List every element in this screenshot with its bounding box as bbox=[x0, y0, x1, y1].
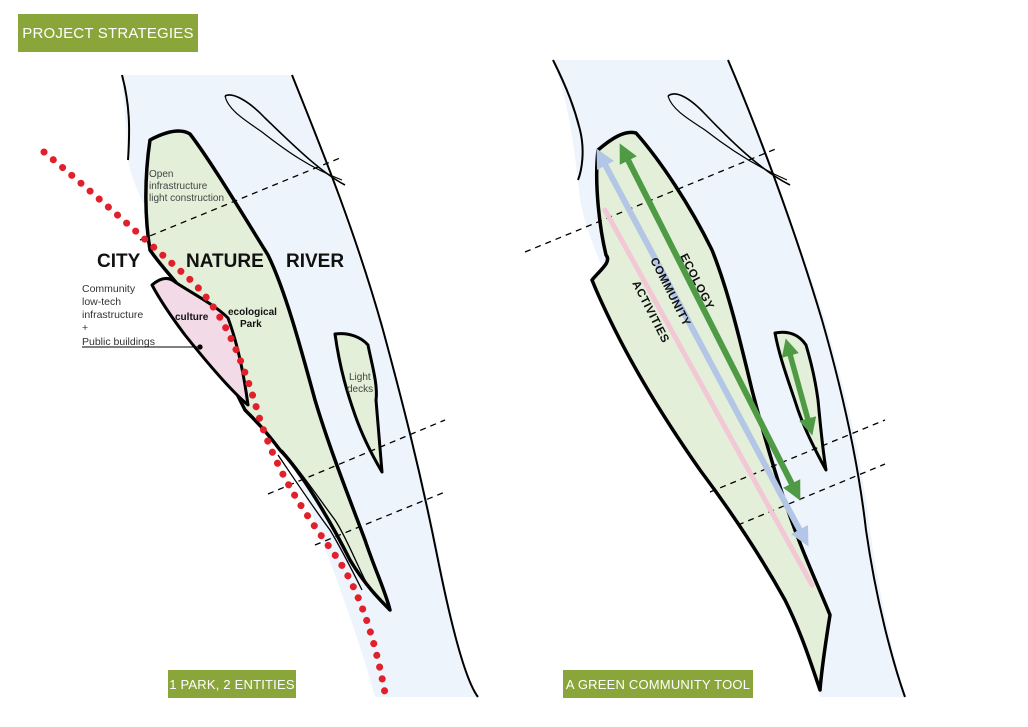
section-line-3-left bbox=[314, 491, 446, 546]
left-caption: 1 PARK, 2 ENTITIES bbox=[168, 670, 296, 698]
page-title: PROJECT STRATEGIES bbox=[18, 14, 198, 52]
community-label-2: low-tech bbox=[82, 296, 121, 308]
light-decks-area bbox=[333, 332, 384, 474]
ecological-label: ecological bbox=[228, 307, 277, 318]
river-bank-west-left bbox=[121, 74, 131, 161]
public-buildings-marker bbox=[197, 344, 203, 350]
open-infra-label-2: infrastructure bbox=[149, 181, 208, 192]
section-line-2-left bbox=[267, 419, 446, 495]
city-label: CITY bbox=[97, 251, 141, 272]
ecology-arrow bbox=[619, 143, 801, 501]
river-label: RIVER bbox=[286, 251, 344, 272]
right-caption: A GREEN COMMUNITY TOOL bbox=[563, 670, 753, 698]
island-outline-left bbox=[224, 94, 346, 186]
open-infra-label-1: Open bbox=[149, 169, 173, 180]
riverbank-detail-left bbox=[281, 449, 389, 609]
right-map: ECOLOGY COMMUNITY ACTIVITIES bbox=[524, 59, 906, 698]
river-bank-west-right bbox=[552, 59, 584, 181]
island-outline-left-inner bbox=[224, 95, 343, 181]
left-map: CITY NATURE RIVER Open infrastructure li… bbox=[40, 74, 479, 698]
park-label: Park bbox=[240, 319, 262, 330]
light-label: Light bbox=[349, 372, 371, 383]
right-caption-text: A GREEN COMMUNITY TOOL bbox=[565, 676, 751, 692]
open-infra-label-3: light construction bbox=[149, 193, 224, 204]
decks-label: decks bbox=[347, 384, 373, 395]
riverbank-detail-left-2 bbox=[277, 454, 363, 591]
left-caption-text: 1 PARK, 2 ENTITIES bbox=[169, 676, 295, 692]
culture-label: culture bbox=[175, 312, 209, 323]
deck-ecology-arrow bbox=[781, 338, 817, 436]
section-line-1-left bbox=[139, 157, 341, 241]
section-line-2-right bbox=[709, 419, 886, 493]
city-boundary-dotted-line bbox=[40, 148, 389, 697]
plus-label: + bbox=[82, 322, 88, 334]
culture-area bbox=[150, 276, 250, 407]
page-title-text: PROJECT STRATEGIES bbox=[22, 24, 194, 42]
nature-label: NATURE bbox=[186, 251, 264, 272]
community-label-3: infrastructure bbox=[82, 309, 143, 321]
community-label-1: Community bbox=[82, 283, 136, 295]
public-buildings-label: Public buildings bbox=[82, 336, 155, 348]
